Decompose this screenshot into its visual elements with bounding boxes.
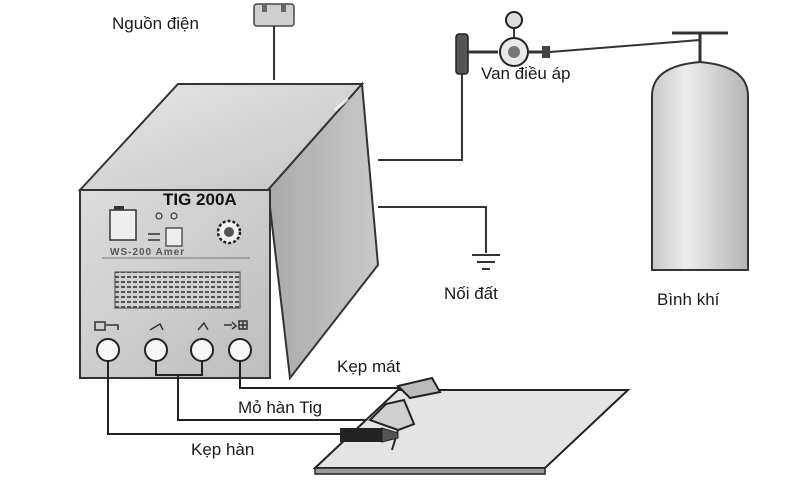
electrode-clamp: [340, 427, 399, 443]
label-clamp-ground: Kẹp mát: [337, 357, 401, 376]
label-ground: Nối đất: [444, 284, 498, 303]
label-gas-cylinder: Bình khí: [657, 290, 720, 309]
power-plug: [253, 3, 295, 80]
socket-2: [144, 338, 168, 362]
label-tig-torch: Mỏ hàn Tig: [238, 398, 323, 417]
ground-clamp: [396, 376, 442, 400]
display-window: [109, 209, 137, 241]
cables: [107, 361, 400, 435]
label-electrode-clamp: Kẹp hàn: [191, 440, 255, 459]
socket-1: [96, 338, 120, 362]
socket-symbols: [94, 320, 248, 331]
label-power: Nguồn điện: [112, 14, 199, 33]
welding-machine: [77, 81, 380, 381]
socket-4: [228, 338, 252, 362]
gas-hose: [378, 70, 487, 253]
socket-3: [190, 338, 214, 362]
gas-cylinder: [651, 31, 749, 271]
tig-torch: [368, 398, 416, 451]
vent-grille: [114, 271, 241, 309]
ground-icon: [472, 254, 500, 270]
label-regulator: Van điều áp: [481, 64, 571, 83]
machine-brand-plate: WS-200 Amer: [110, 247, 186, 258]
pressure-gauge-icon: [505, 11, 523, 29]
machine-side: [266, 81, 380, 381]
mode-switch: [165, 227, 183, 247]
machine-model-label: TIG 200A: [163, 190, 237, 209]
switch-arrow-icon: [148, 233, 160, 241]
